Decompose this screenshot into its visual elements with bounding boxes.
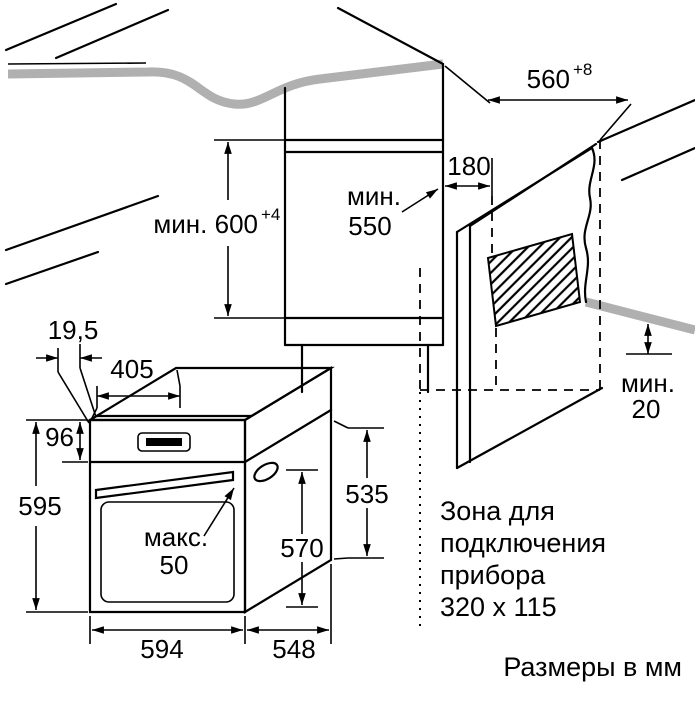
dim-594-value: 594 xyxy=(140,634,183,664)
torn-edge xyxy=(583,146,596,304)
hidden-edges xyxy=(419,140,601,391)
dim-top-depth-405: 405 xyxy=(90,354,181,421)
dim-548-value: 548 xyxy=(272,634,315,664)
dim-niche-height-600: мин. 600 +4 xyxy=(153,139,284,319)
dim-max50-value: 50 xyxy=(160,550,189,580)
display-screen xyxy=(146,438,182,446)
dim-560-value: 560 xyxy=(527,64,570,94)
dim-600-tolerance: +4 xyxy=(261,205,280,224)
door-handle xyxy=(94,470,235,500)
dim-depth-548: 548 xyxy=(246,564,332,664)
oven-body xyxy=(86,366,335,614)
dim-560-tolerance: +8 xyxy=(573,60,592,79)
handle-side-profile xyxy=(253,461,279,483)
dim-550-value: 550 xyxy=(348,211,391,241)
dim-handle-max50: макс. 50 xyxy=(144,487,235,580)
dim-595-value: 595 xyxy=(18,491,61,521)
dim-570-value: 570 xyxy=(280,533,323,563)
dim-panel-height-96: 96 xyxy=(45,422,88,463)
zone-text-line2: подключения xyxy=(440,528,606,558)
dim-180-value: 180 xyxy=(447,151,490,181)
connection-zone-annotation: Зона для подключения прибора 320 x 115 xyxy=(419,392,606,628)
units-note: Размеры в мм xyxy=(503,652,682,682)
dim-600-label: мин. 600 xyxy=(153,209,258,239)
dim-frame-19-5: 19,5 xyxy=(36,315,102,424)
countertop-band-left xyxy=(7,59,444,109)
connection-zone-hatch xyxy=(486,232,582,328)
dim-535-value: 535 xyxy=(345,479,388,509)
oven-front-face xyxy=(88,418,247,614)
dim-gap-min20: мин. 20 xyxy=(621,324,675,424)
countertop xyxy=(7,59,695,335)
dim-max50-word: макс. xyxy=(144,522,208,552)
zone-text-line1: Зона для xyxy=(440,496,555,526)
oven-right-face xyxy=(243,366,333,614)
dim-niche-depth-560: 560 +8 xyxy=(444,60,632,141)
dim-rear-height-535: 535 xyxy=(333,420,389,560)
dim-body-height-570: 570 xyxy=(280,469,324,608)
countertop-band-right xyxy=(584,297,695,335)
zone-text-line3: прибора xyxy=(440,560,546,590)
side-panel xyxy=(455,142,604,470)
dim-20-value: 20 xyxy=(632,394,661,424)
dim-20-word: мин. xyxy=(621,368,675,398)
dim-offset-180: 180 xyxy=(445,151,493,196)
dim-550-word: мин. xyxy=(347,181,401,211)
dim-19-5-value: 19,5 xyxy=(48,315,99,345)
niche-frame xyxy=(283,62,445,394)
control-display xyxy=(137,432,191,452)
zone-text-line4: 320 x 115 xyxy=(440,592,557,622)
dim-405-value: 405 xyxy=(110,354,153,384)
door-glass xyxy=(100,501,235,603)
dim-96-value: 96 xyxy=(45,422,74,452)
dim-width-594: 594 xyxy=(89,616,246,664)
dim-height-595: 595 xyxy=(18,419,88,613)
dim-niche-min-depth-550: мин. 550 xyxy=(347,181,439,241)
wall-perspective-lines xyxy=(4,2,695,286)
